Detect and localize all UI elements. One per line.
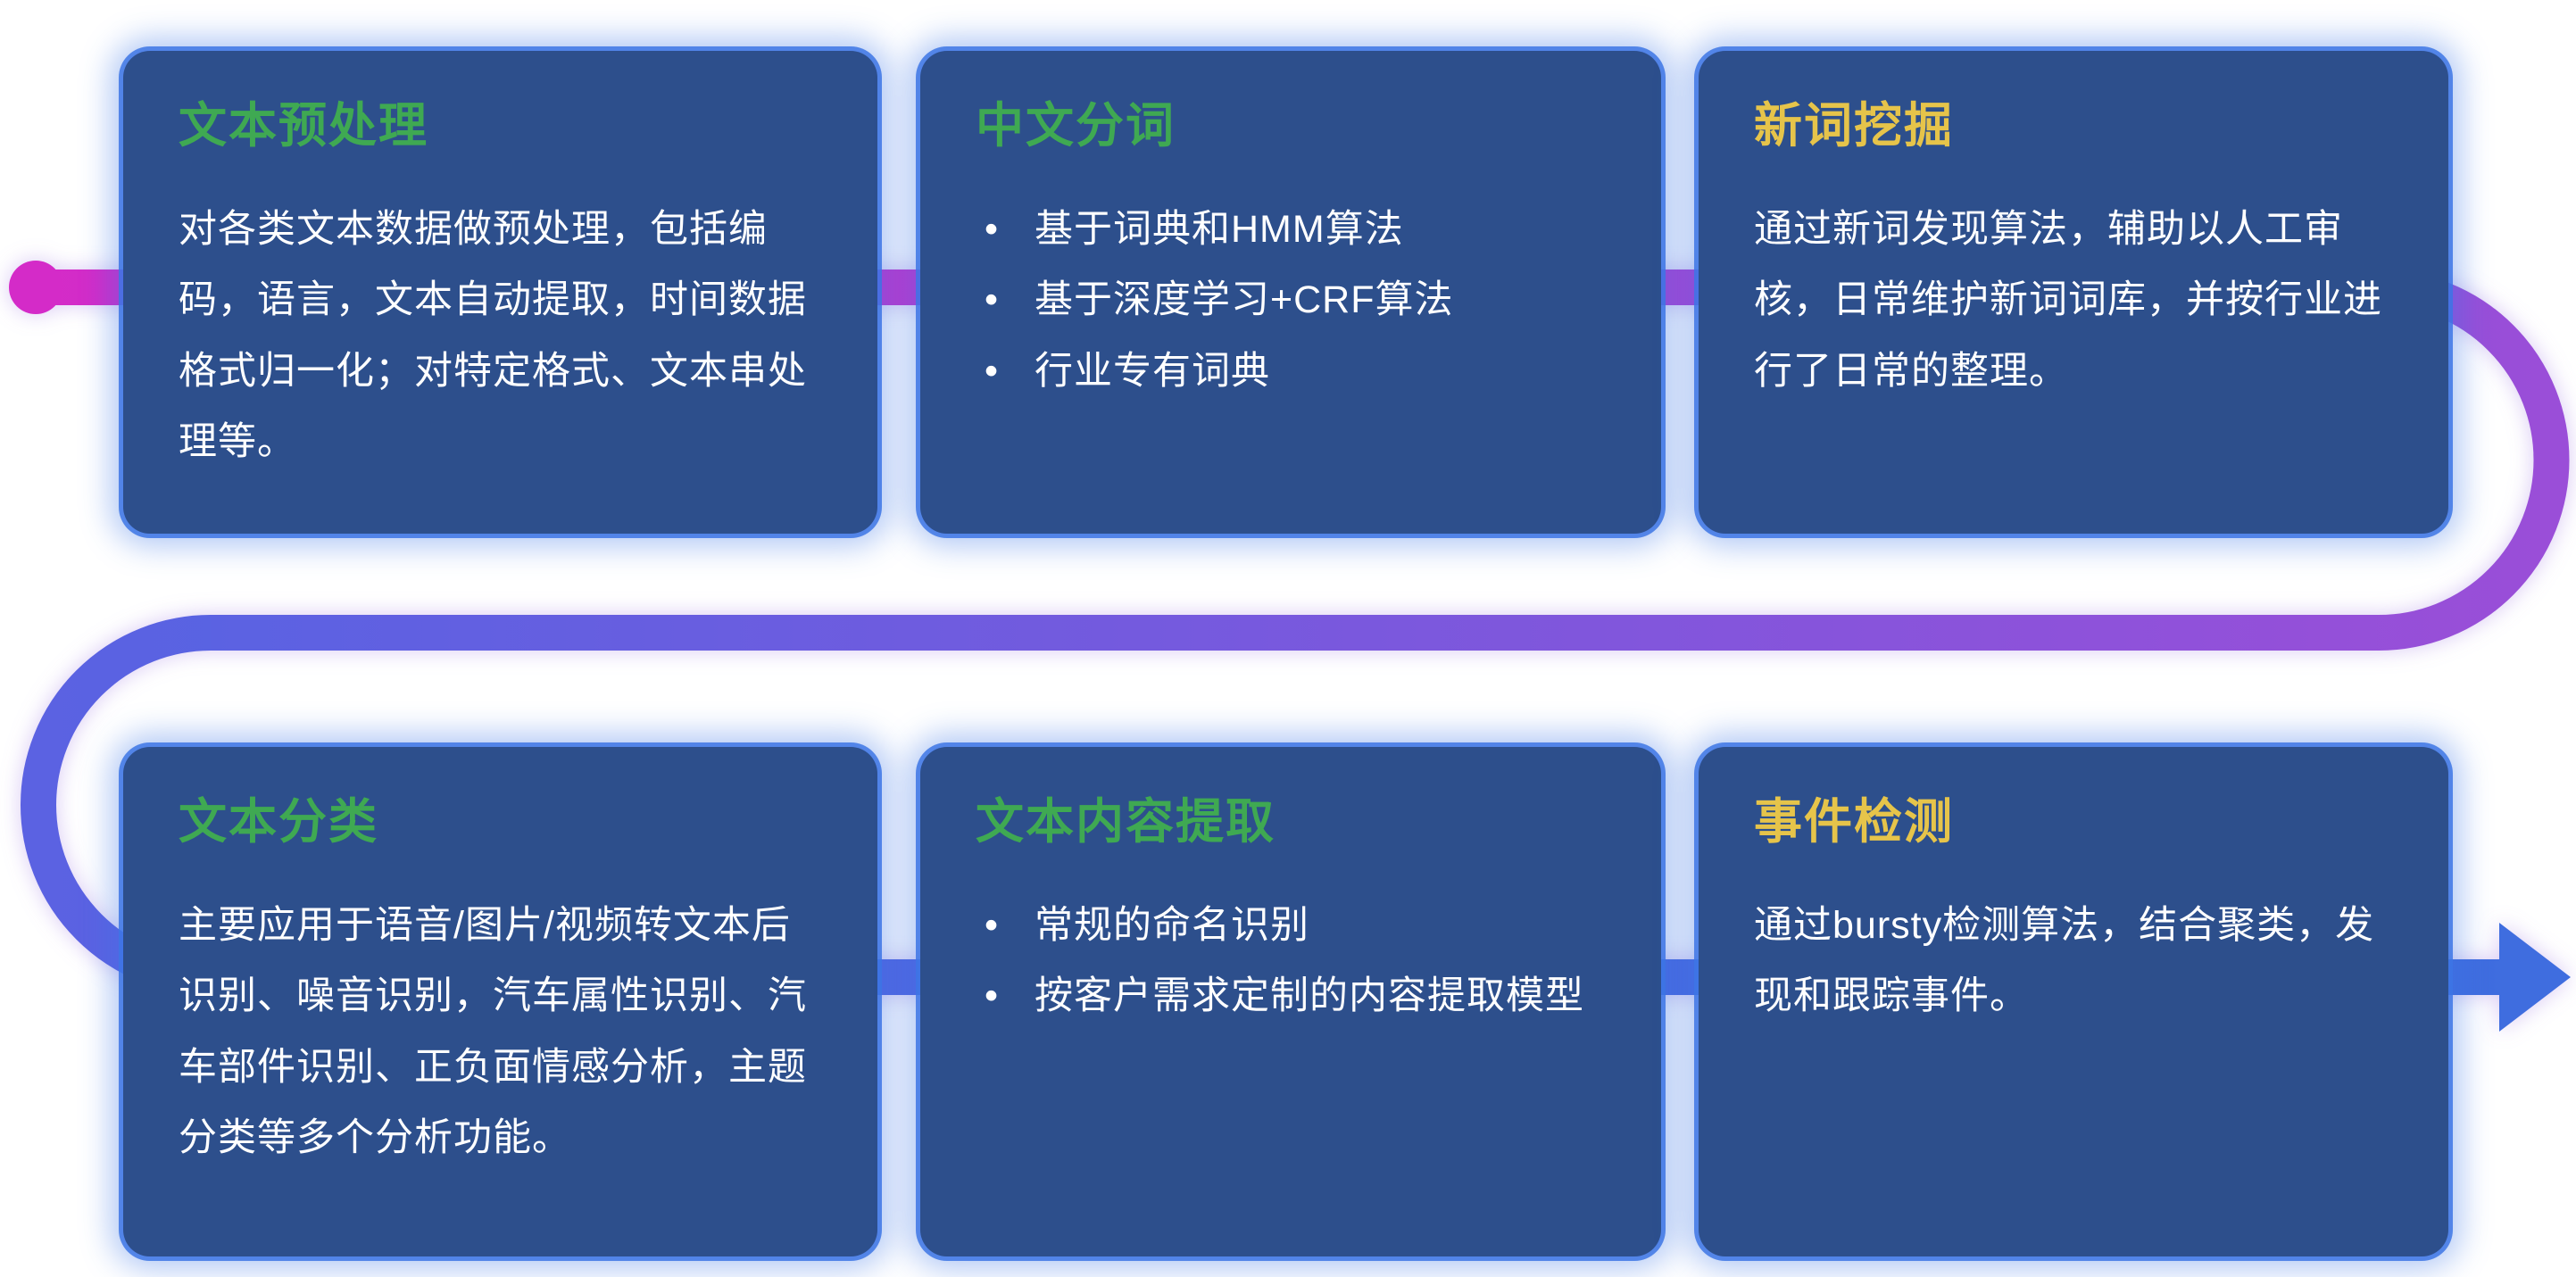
flow-segment-middle xyxy=(211,269,2570,651)
card-text-preprocessing: 文本预处理 对各类文本数据做预处理，包括编码，语言，文本自动提取，时间数据格式归… xyxy=(123,51,877,534)
card-title: 事件检测 xyxy=(1754,795,1954,849)
card-new-word-mining: 新词挖掘 通过新词发现算法，辅助以人工审核，日常维护新词词库，并按行业进行了日常… xyxy=(1699,51,2448,534)
card-text-classification: 文本分类 主要应用于语音/图片/视频转文本后识别、噪音识别，汽车属性识别、汽车部… xyxy=(123,747,877,1256)
card-bullet-list: 常规的命名识别 按客户需求定制的内容提取模型 xyxy=(976,891,1606,1032)
bullet-item: 基于词典和HMM算法 xyxy=(976,195,1606,266)
card-body: 主要应用于语音/图片/视频转文本后识别、噪音识别，汽车属性识别、汽车部件识别、正… xyxy=(179,903,807,1160)
card-title: 新词挖掘 xyxy=(1754,99,1954,153)
bullet-item: 行业专有词典 xyxy=(976,336,1606,408)
bullet-item: 基于深度学习+CRF算法 xyxy=(976,265,1606,336)
flow-arrow-icon xyxy=(2499,923,2571,1032)
card-event-detection: 事件检测 通过bursty检测算法，结合聚类，发现和跟踪事件。 xyxy=(1699,747,2448,1256)
card-bullet-list: 基于词典和HMM算法 基于深度学习+CRF算法 行业专有词典 xyxy=(976,195,1606,408)
card-title: 文本内容提取 xyxy=(976,795,1276,849)
card-title: 中文分词 xyxy=(976,99,1176,153)
bullet-item: 常规的命名识别 xyxy=(976,891,1606,962)
bullet-item: 按客户需求定制的内容提取模型 xyxy=(976,961,1606,1032)
card-content-extraction: 文本内容提取 常规的命名识别 按客户需求定制的内容提取模型 xyxy=(920,747,1661,1256)
card-title: 文本预处理 xyxy=(179,99,428,153)
card-body: 通过bursty检测算法，结合聚类，发现和跟踪事件。 xyxy=(1754,903,2375,1018)
card-chinese-segmentation: 中文分词 基于词典和HMM算法 基于深度学习+CRF算法 行业专有词典 xyxy=(920,51,1661,534)
card-title: 文本分类 xyxy=(179,795,378,849)
card-body: 对各类文本数据做预处理，包括编码，语言，文本自动提取，时间数据格式归一化；对特定… xyxy=(179,207,807,464)
card-body: 通过新词发现算法，辅助以人工审核，日常维护新词词库，并按行业进行了日常的整理。 xyxy=(1754,207,2382,393)
flow-start-dot-icon xyxy=(9,261,62,314)
